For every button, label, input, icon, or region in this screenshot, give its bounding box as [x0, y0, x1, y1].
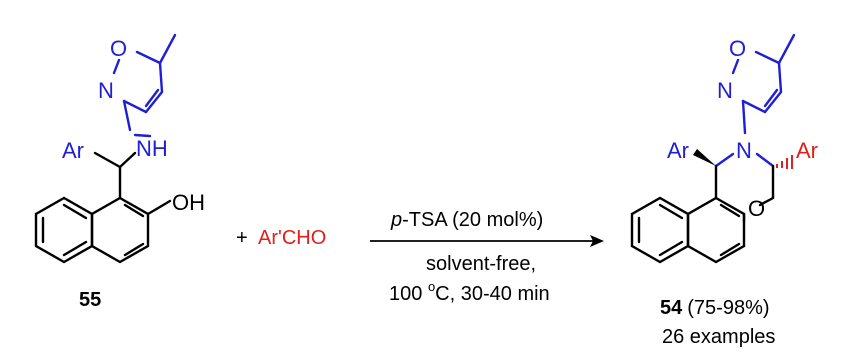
condition-temperature: 100 oC, 30-40 min [389, 279, 550, 305]
product-label: 54 [660, 297, 683, 319]
atom-o: O [748, 196, 765, 221]
hash-bond [776, 155, 793, 169]
product-naphthalene [630, 196, 746, 264]
product-yield: (75-98%) [687, 297, 769, 319]
atom-n-ring: N [717, 78, 733, 103]
catalyst-rest: -TSA (20 mol%) [402, 209, 543, 231]
product-yield-line: 54(75-98%) [660, 297, 770, 319]
reactant-naphthalene [34, 196, 172, 264]
catalyst-italic: p [390, 209, 402, 231]
atom-o-ring: O [729, 36, 746, 61]
atom-ar: Ar [62, 138, 84, 163]
reactant-ch-bonds [93, 151, 137, 200]
temp-suffix: C, 30-40 min [435, 283, 550, 305]
product-54: O N N O Ar Ar [630, 33, 818, 348]
product-examples: 26 examples [662, 326, 775, 348]
condition-solvent: solvent-free, [426, 253, 536, 275]
condition-catalyst: p-TSA (20 mol%) [390, 209, 543, 231]
temp-prefix: 100 [389, 283, 428, 305]
atom-oh: OH [172, 190, 205, 215]
atom-n: N [736, 138, 752, 163]
atom-o: O [110, 36, 127, 61]
atom-n: N [98, 78, 114, 103]
atom-ar2: Ar [796, 138, 818, 163]
reaction-arrow [370, 235, 604, 247]
reactant-55: O N NH Ar OH 55 [34, 33, 205, 311]
atom-ar1: Ar [667, 138, 689, 163]
atom-nh: NH [136, 136, 168, 161]
reagent-aldehyde: Ar'CHO [258, 227, 326, 249]
reactant-label: 55 [79, 289, 101, 311]
product-isoxazole [731, 33, 796, 135]
temp-degree: o [428, 279, 435, 294]
plus-sign: + [236, 227, 248, 249]
wedge-bond [693, 149, 716, 166]
reactant-isoxazole [112, 33, 177, 138]
